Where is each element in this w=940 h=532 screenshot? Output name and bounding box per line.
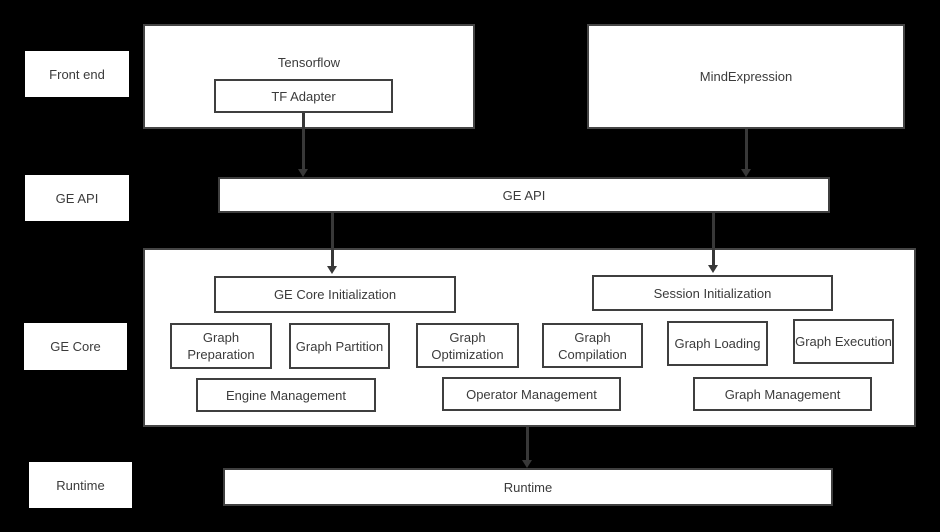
graph-loading-box: Graph Loading (667, 321, 768, 366)
session-initialization-box: Session Initialization (592, 275, 833, 311)
graph-optimization-box: Graph Optimization (416, 323, 519, 368)
arrow-tf-adapter-to-ge-api-icon (298, 113, 308, 177)
runtime-bar: Runtime (223, 468, 833, 506)
arrow-ge-api-to-ge-core-init-icon (327, 213, 337, 274)
mind-expression-box: MindExpression (587, 24, 905, 129)
graph-partition-box: Graph Partition (289, 323, 390, 369)
arrow-ge-core-to-runtime-icon (522, 427, 532, 468)
arrow-ge-api-to-session-init-icon (708, 213, 718, 273)
row-label-front-end: Front end (25, 51, 129, 97)
row-label-ge-api: GE API (25, 175, 129, 221)
engine-management-box: Engine Management (196, 378, 376, 412)
row-label-ge-core: GE Core (24, 323, 127, 370)
ge-core-initialization-box: GE Core Initialization (214, 276, 456, 313)
ge-core-container: GE Core Initialization Session Initializ… (143, 248, 916, 427)
tensorflow-title: Tensorflow (277, 55, 341, 70)
graph-preparation-box: Graph Preparation (170, 323, 272, 369)
ge-api-bar: GE API (218, 177, 830, 213)
arrow-mind-expression-to-ge-api-icon (741, 129, 751, 177)
graph-execution-box: Graph Execution (793, 319, 894, 364)
graph-management-box: Graph Management (693, 377, 872, 411)
mind-expression-title: MindExpression (699, 69, 793, 84)
row-label-runtime: Runtime (29, 462, 132, 508)
tensorflow-box: Tensorflow TF Adapter (143, 24, 475, 129)
operator-management-box: Operator Management (442, 377, 621, 411)
graph-compilation-box: Graph Compilation (542, 323, 643, 368)
tf-adapter-box: TF Adapter (214, 79, 393, 113)
